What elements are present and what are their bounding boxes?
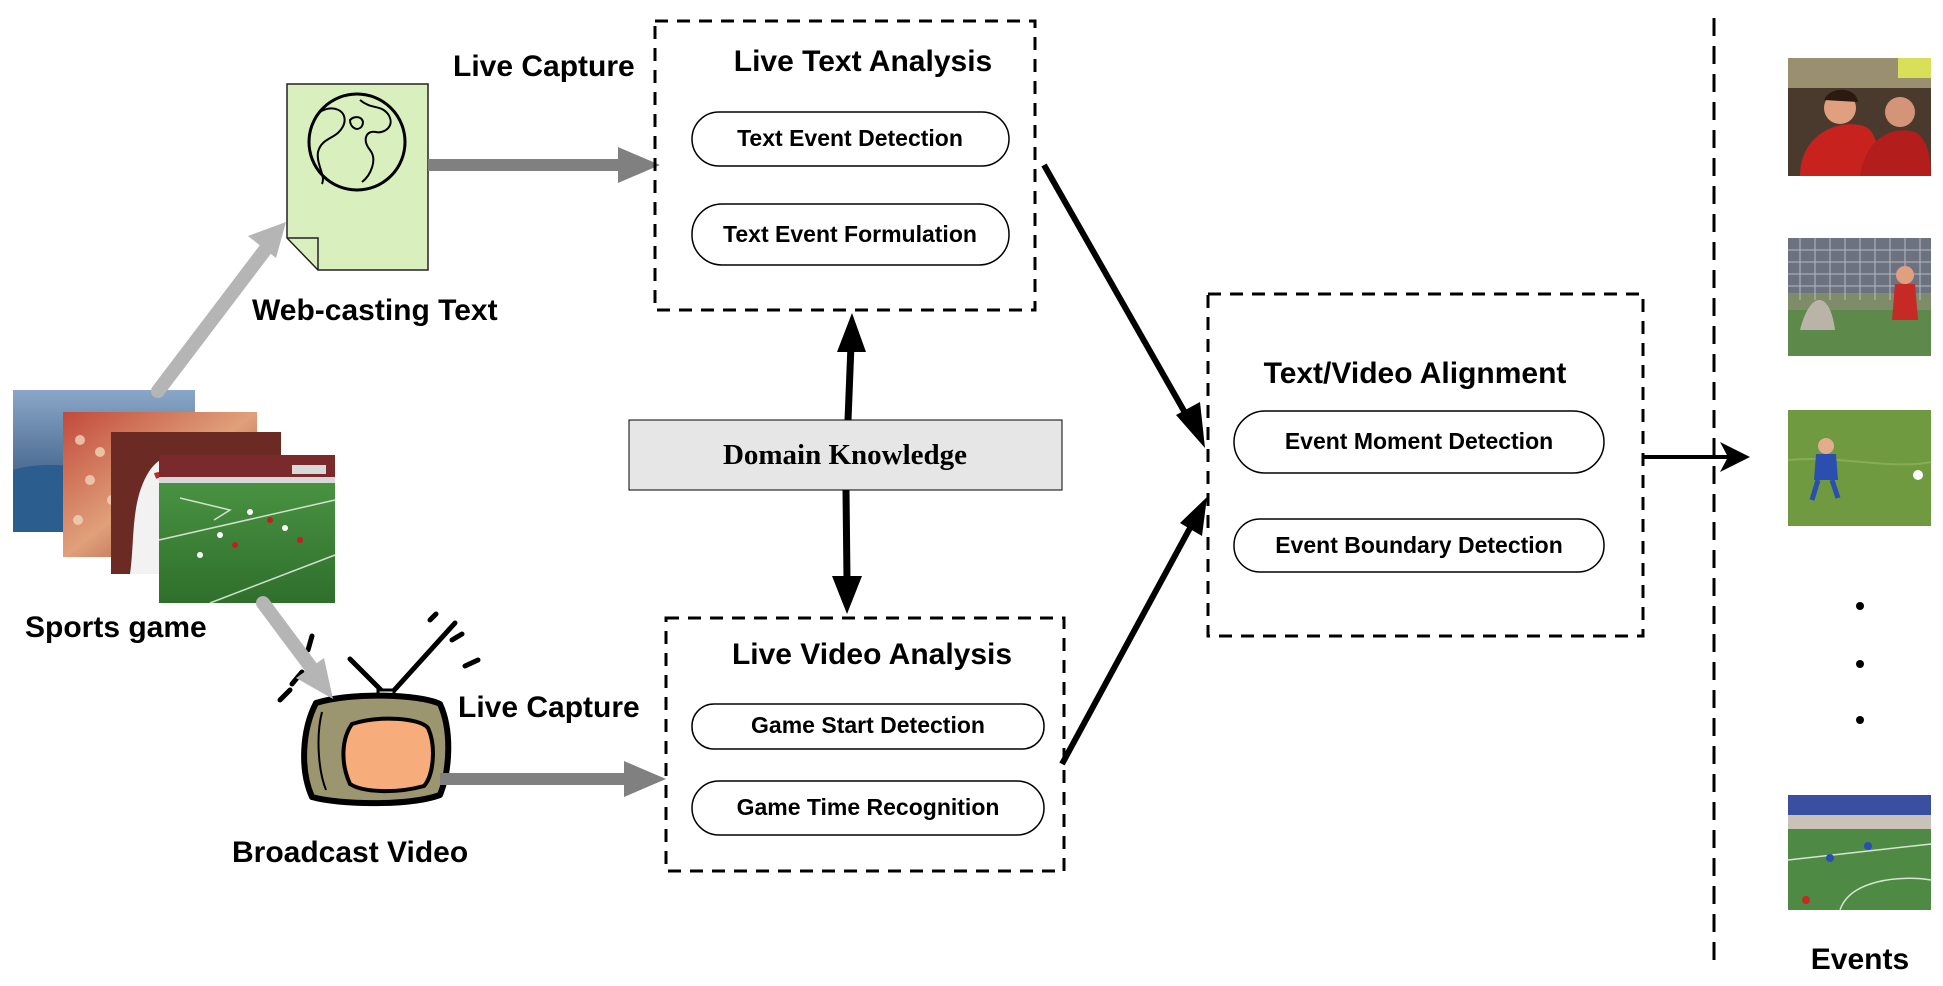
photo-stack-icon bbox=[13, 390, 336, 604]
live-text-analysis-panel: Live Text Analysis Text Event Detection … bbox=[653, 19, 1037, 312]
sports-game-label: Sports game bbox=[25, 611, 207, 644]
game-time-recognition-label: Game Time Recognition bbox=[737, 794, 1000, 820]
event-thumbnail-2 bbox=[1788, 238, 1931, 356]
live-capture-top-label: Live Capture bbox=[453, 50, 635, 83]
domain-knowledge-box bbox=[628, 419, 1063, 491]
text-video-alignment-panel: Text/Video Alignment Event Moment Detect… bbox=[1206, 292, 1645, 638]
text-event-detection-label: Text Event Detection bbox=[737, 125, 963, 151]
event-boundary-detection-node bbox=[1233, 518, 1605, 573]
broadcast-video-label: Broadcast Video bbox=[232, 836, 468, 869]
text-event-detection-node bbox=[691, 111, 1010, 167]
text-event-formulation-node bbox=[691, 203, 1010, 266]
alignment-title: Text/Video Alignment bbox=[1264, 357, 1567, 390]
event-thumbnail-3 bbox=[1787, 410, 1932, 526]
domain-knowledge-label: Domain Knowledge bbox=[723, 439, 967, 471]
live-text-analysis-title: Live Text Analysis bbox=[734, 45, 992, 78]
event-thumbnail-4 bbox=[1787, 795, 1932, 911]
live-capture-bottom-label: Live Capture bbox=[458, 691, 640, 724]
event-moment-detection-node bbox=[1233, 410, 1605, 474]
video-to-alignment-arrow bbox=[1059, 497, 1207, 766]
events-label: Events bbox=[1811, 943, 1909, 976]
event-boundary-detection-label: Event Boundary Detection bbox=[1275, 532, 1563, 558]
webcasting-to-text-analysis-arrow bbox=[428, 147, 660, 183]
events-ellipsis bbox=[1856, 602, 1864, 724]
event-moment-detection-label: Event Moment Detection bbox=[1285, 428, 1553, 454]
domain-to-video-arrow bbox=[832, 489, 862, 614]
webcasting-label: Web-casting Text bbox=[252, 294, 498, 327]
game-start-detection-label: Game Start Detection bbox=[751, 712, 985, 738]
domain-to-text-arrow bbox=[837, 313, 866, 421]
game-time-recognition-node bbox=[691, 780, 1045, 836]
globe-icon bbox=[307, 92, 407, 192]
webcasting-document bbox=[286, 83, 429, 271]
sports-to-webcasting-arrow bbox=[151, 222, 286, 398]
tv-to-video-analysis-arrow bbox=[440, 761, 666, 797]
text-to-alignment-arrow bbox=[1041, 163, 1205, 448]
event-thumbnail-1 bbox=[1788, 58, 1931, 176]
alignment-to-events-arrow bbox=[1643, 442, 1750, 472]
document-icon bbox=[286, 83, 429, 271]
sports-to-tv-arrow bbox=[256, 596, 333, 699]
text-event-formulation-label: Text Event Formulation bbox=[723, 221, 977, 247]
live-video-analysis-panel: Live Video Analysis Game Start Detection… bbox=[664, 616, 1066, 873]
tv-icon bbox=[277, 611, 481, 807]
game-start-detection-node bbox=[691, 703, 1045, 750]
live-video-analysis-title: Live Video Analysis bbox=[732, 638, 1012, 671]
